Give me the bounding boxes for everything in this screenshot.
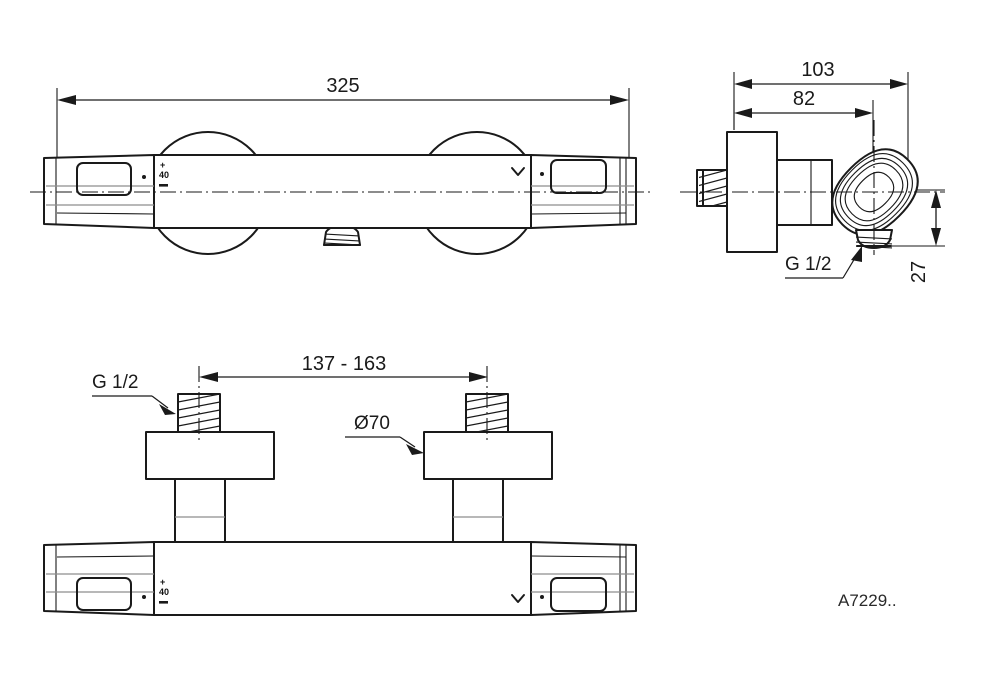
front-elevation-view: 325 <box>30 75 650 255</box>
dimension-label-137-163: 137 - 163 <box>302 353 387 375</box>
dimension-outlet-drop: 27 <box>876 189 945 283</box>
bottom-temperature-scale-markings: + 40 <box>159 577 169 604</box>
dimension-depth-total: 103 <box>733 59 909 185</box>
label-text-diameter-70: Ø70 <box>354 413 390 434</box>
label-text-g-half-bottom: G 1/2 <box>92 372 138 393</box>
bottom-elevation-view: 137 - 163 <box>43 353 637 616</box>
scale-minus-symbol <box>159 184 168 187</box>
label-escutcheon-diameter: Ø70 <box>345 413 424 455</box>
side-inlet-thread <box>696 169 729 207</box>
bottom-scale-minus-symbol <box>159 601 168 604</box>
indicator-dot-right <box>540 172 544 176</box>
label-thread-spec-side: G 1/2 <box>785 246 862 279</box>
bottom-flow-handle-cap <box>530 541 637 616</box>
chevron-down-icon <box>511 167 525 176</box>
label-text-g-half-side: G 1/2 <box>785 254 831 275</box>
dimension-inlet-spacing: 137 - 163 <box>199 353 488 382</box>
bottom-scale-temperature-value: 40 <box>159 587 169 597</box>
dimension-label-27: 27 <box>908 261 930 283</box>
part-number-label: A7229.. <box>838 591 897 610</box>
bottom-indicator-dot-right <box>540 595 544 599</box>
dimension-label-103: 103 <box>801 59 834 81</box>
label-thread-spec-bottom: G 1/2 <box>92 372 176 415</box>
bottom-scale-plus-symbol: + <box>160 577 165 587</box>
scale-plus-symbol: + <box>160 160 165 170</box>
bottom-indicator-dot-left <box>142 595 146 599</box>
dimension-label-82: 82 <box>793 88 815 110</box>
scale-temperature-value: 40 <box>159 170 169 180</box>
right-inlet-assembly <box>423 366 553 563</box>
dimension-label-325: 325 <box>326 75 359 97</box>
bottom-chevron-down-icon <box>511 594 525 603</box>
dimension-overall-width: 325 <box>56 75 630 160</box>
left-inlet-assembly <box>145 366 275 563</box>
bottom-body-barrel <box>153 541 532 616</box>
bottom-temperature-handle-cap <box>43 541 155 616</box>
side-section-view: 103 82 27 <box>680 59 945 283</box>
indicator-dot-left <box>142 175 146 179</box>
dimension-depth-inner: 82 <box>733 88 874 200</box>
temperature-scale-markings: + 40 <box>159 160 169 187</box>
temperature-handle-cap <box>43 154 155 229</box>
